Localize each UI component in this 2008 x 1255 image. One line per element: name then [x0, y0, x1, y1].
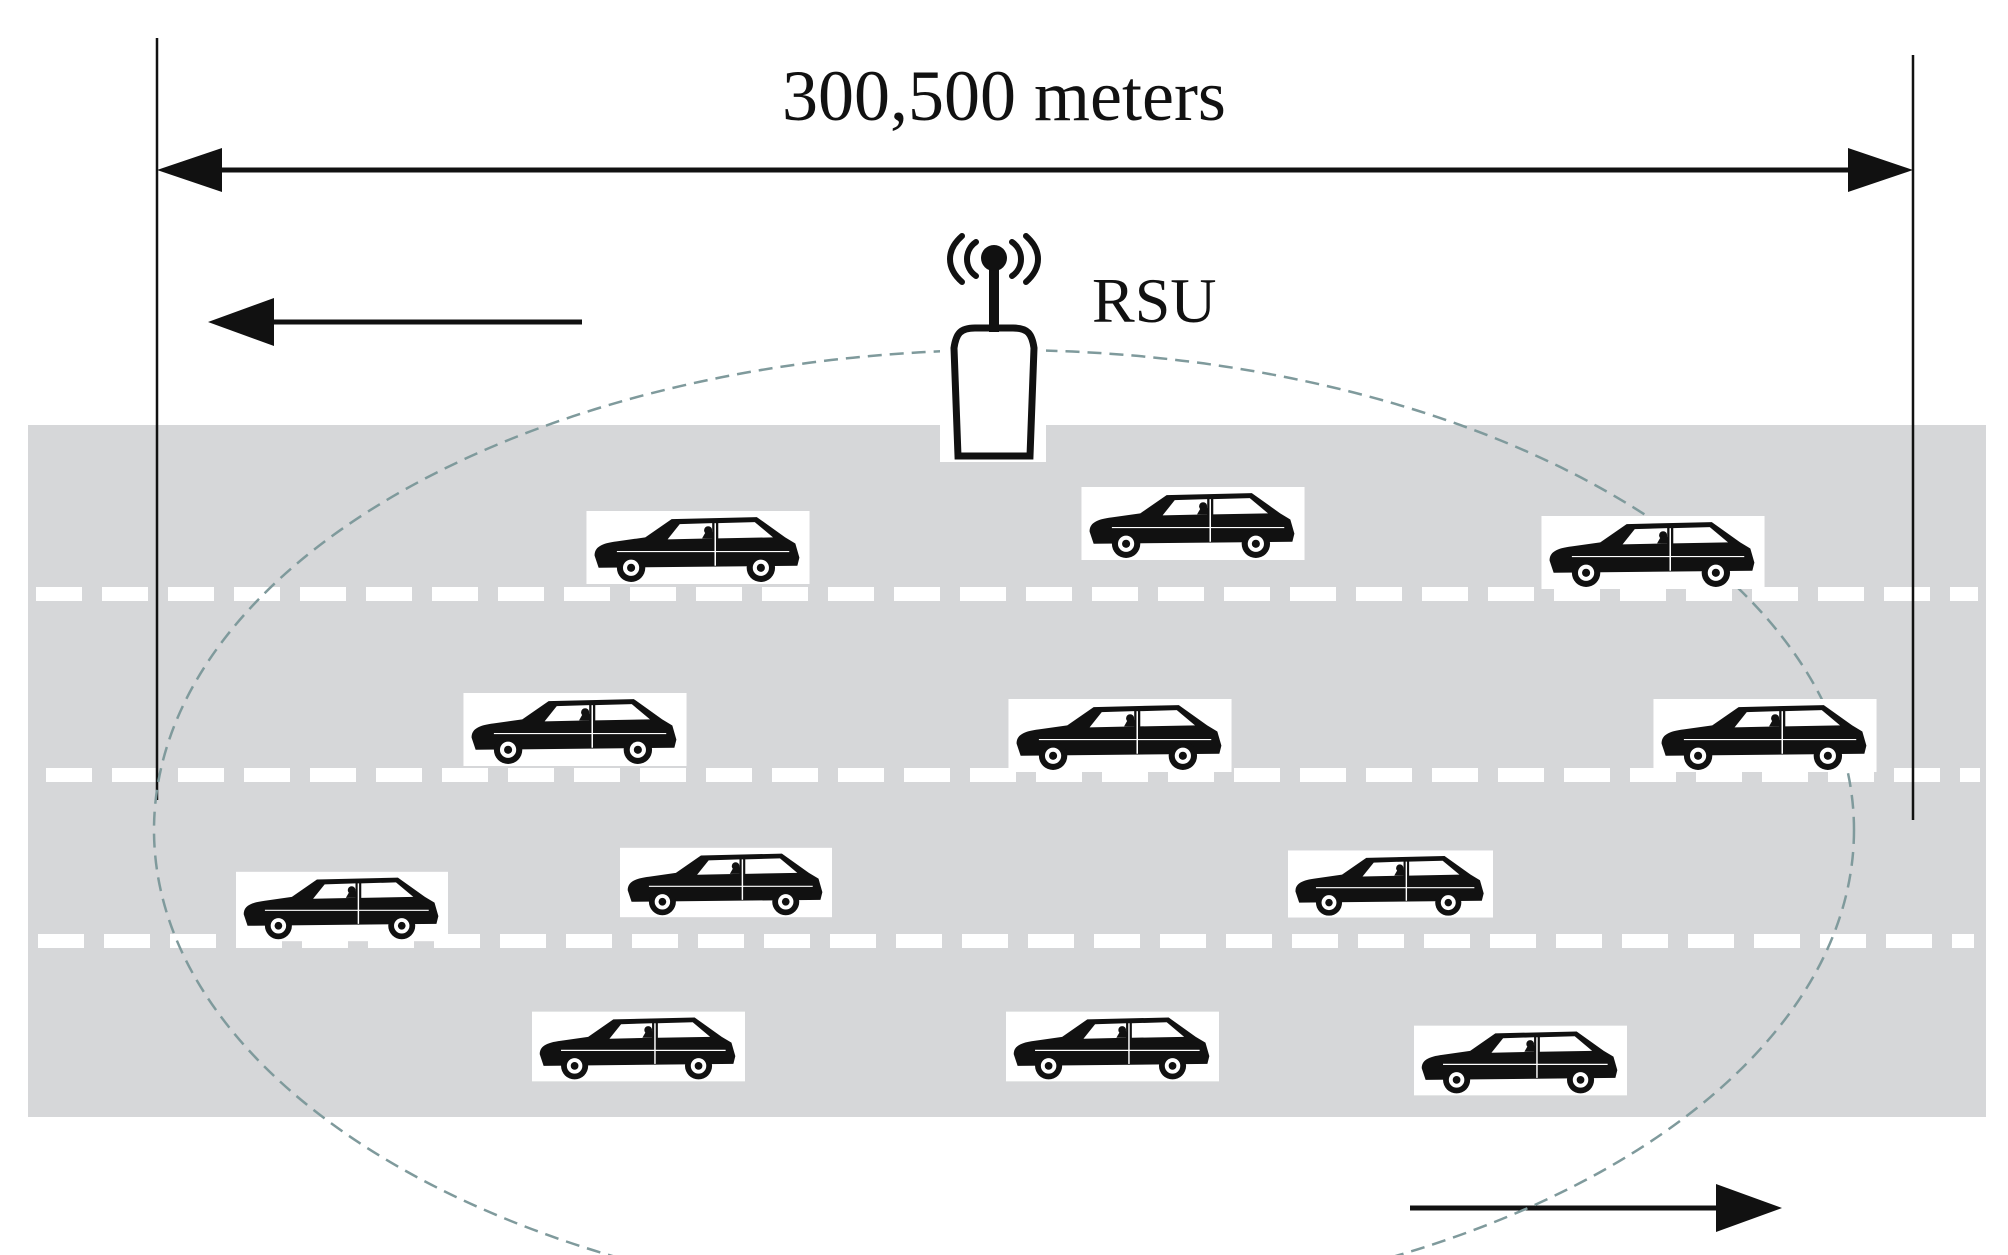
car-icon	[1414, 1024, 1627, 1097]
car-icon	[1006, 1010, 1219, 1083]
car-icon	[1288, 849, 1493, 919]
car-icon	[532, 1010, 745, 1083]
range-label: 300,500 meters	[782, 56, 1226, 136]
car-icon	[1540, 516, 1766, 589]
car-icon	[462, 693, 688, 766]
lane-2-vehicles	[462, 693, 1878, 772]
car-icon	[620, 847, 832, 918]
range-arrow-left-head	[157, 148, 222, 192]
range-arrow-right-head	[1848, 148, 1913, 192]
direction-arrow-right	[1410, 1184, 1782, 1232]
car-icon	[585, 511, 811, 584]
antenna-tower-icon	[940, 233, 1046, 462]
range-arrow	[157, 148, 1913, 192]
lane-markings	[36, 587, 1980, 948]
car-icon	[1007, 699, 1233, 772]
car-icon	[236, 871, 448, 942]
rsu-label: RSU	[1092, 265, 1217, 336]
car-icon	[1652, 699, 1878, 772]
direction-arrow-left	[208, 298, 582, 346]
car-icon	[1080, 487, 1306, 560]
